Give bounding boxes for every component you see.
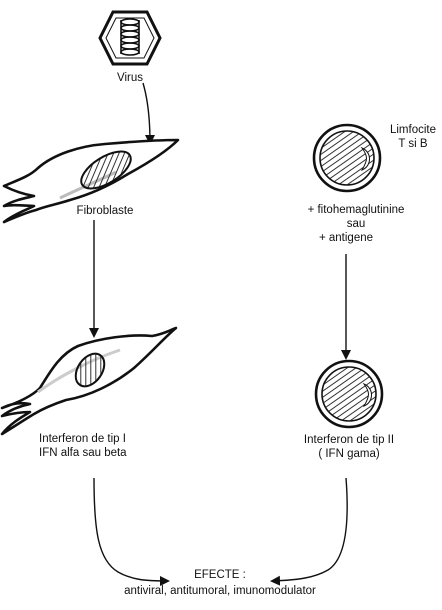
lymphocyte-cell-icon xyxy=(312,123,382,193)
arrow-ifn1-effects xyxy=(93,477,170,586)
stimulus-line-2: sau xyxy=(346,218,366,230)
stimulus-line-3: + antigene xyxy=(318,232,374,244)
stimulus-line-1: + fitohemaglutinine xyxy=(307,204,405,216)
arrow-virus-fibroblast xyxy=(142,82,155,145)
fibroblast-cell-icon xyxy=(2,138,180,224)
ifn-type2-label: Interferon de tip II xyxy=(303,434,395,446)
fibroblaste-label: Fibroblaste xyxy=(76,205,134,217)
virus-icon xyxy=(98,10,162,66)
ifn-type2-subtype-label: ( IFN gama) xyxy=(318,448,380,460)
virus-label: Virus xyxy=(117,72,143,84)
fibroblast-ifn1-cell-icon xyxy=(0,326,178,436)
effects-list: antiviral, antitumoral, imunomodulator xyxy=(124,585,316,597)
ifn-type1-subtypes-label: IFN alfa sau beta xyxy=(39,447,127,459)
effects-title: EFECTE : xyxy=(194,569,246,581)
arrow-ifn2-effects xyxy=(270,477,348,586)
lymphocyte-ifn2-cell-icon xyxy=(314,359,384,429)
limfocite-types-label: T si B xyxy=(398,138,428,150)
ifn-type1-label: Interferon de tip I xyxy=(39,433,126,445)
limfocite-label: Limfocite xyxy=(389,124,437,136)
